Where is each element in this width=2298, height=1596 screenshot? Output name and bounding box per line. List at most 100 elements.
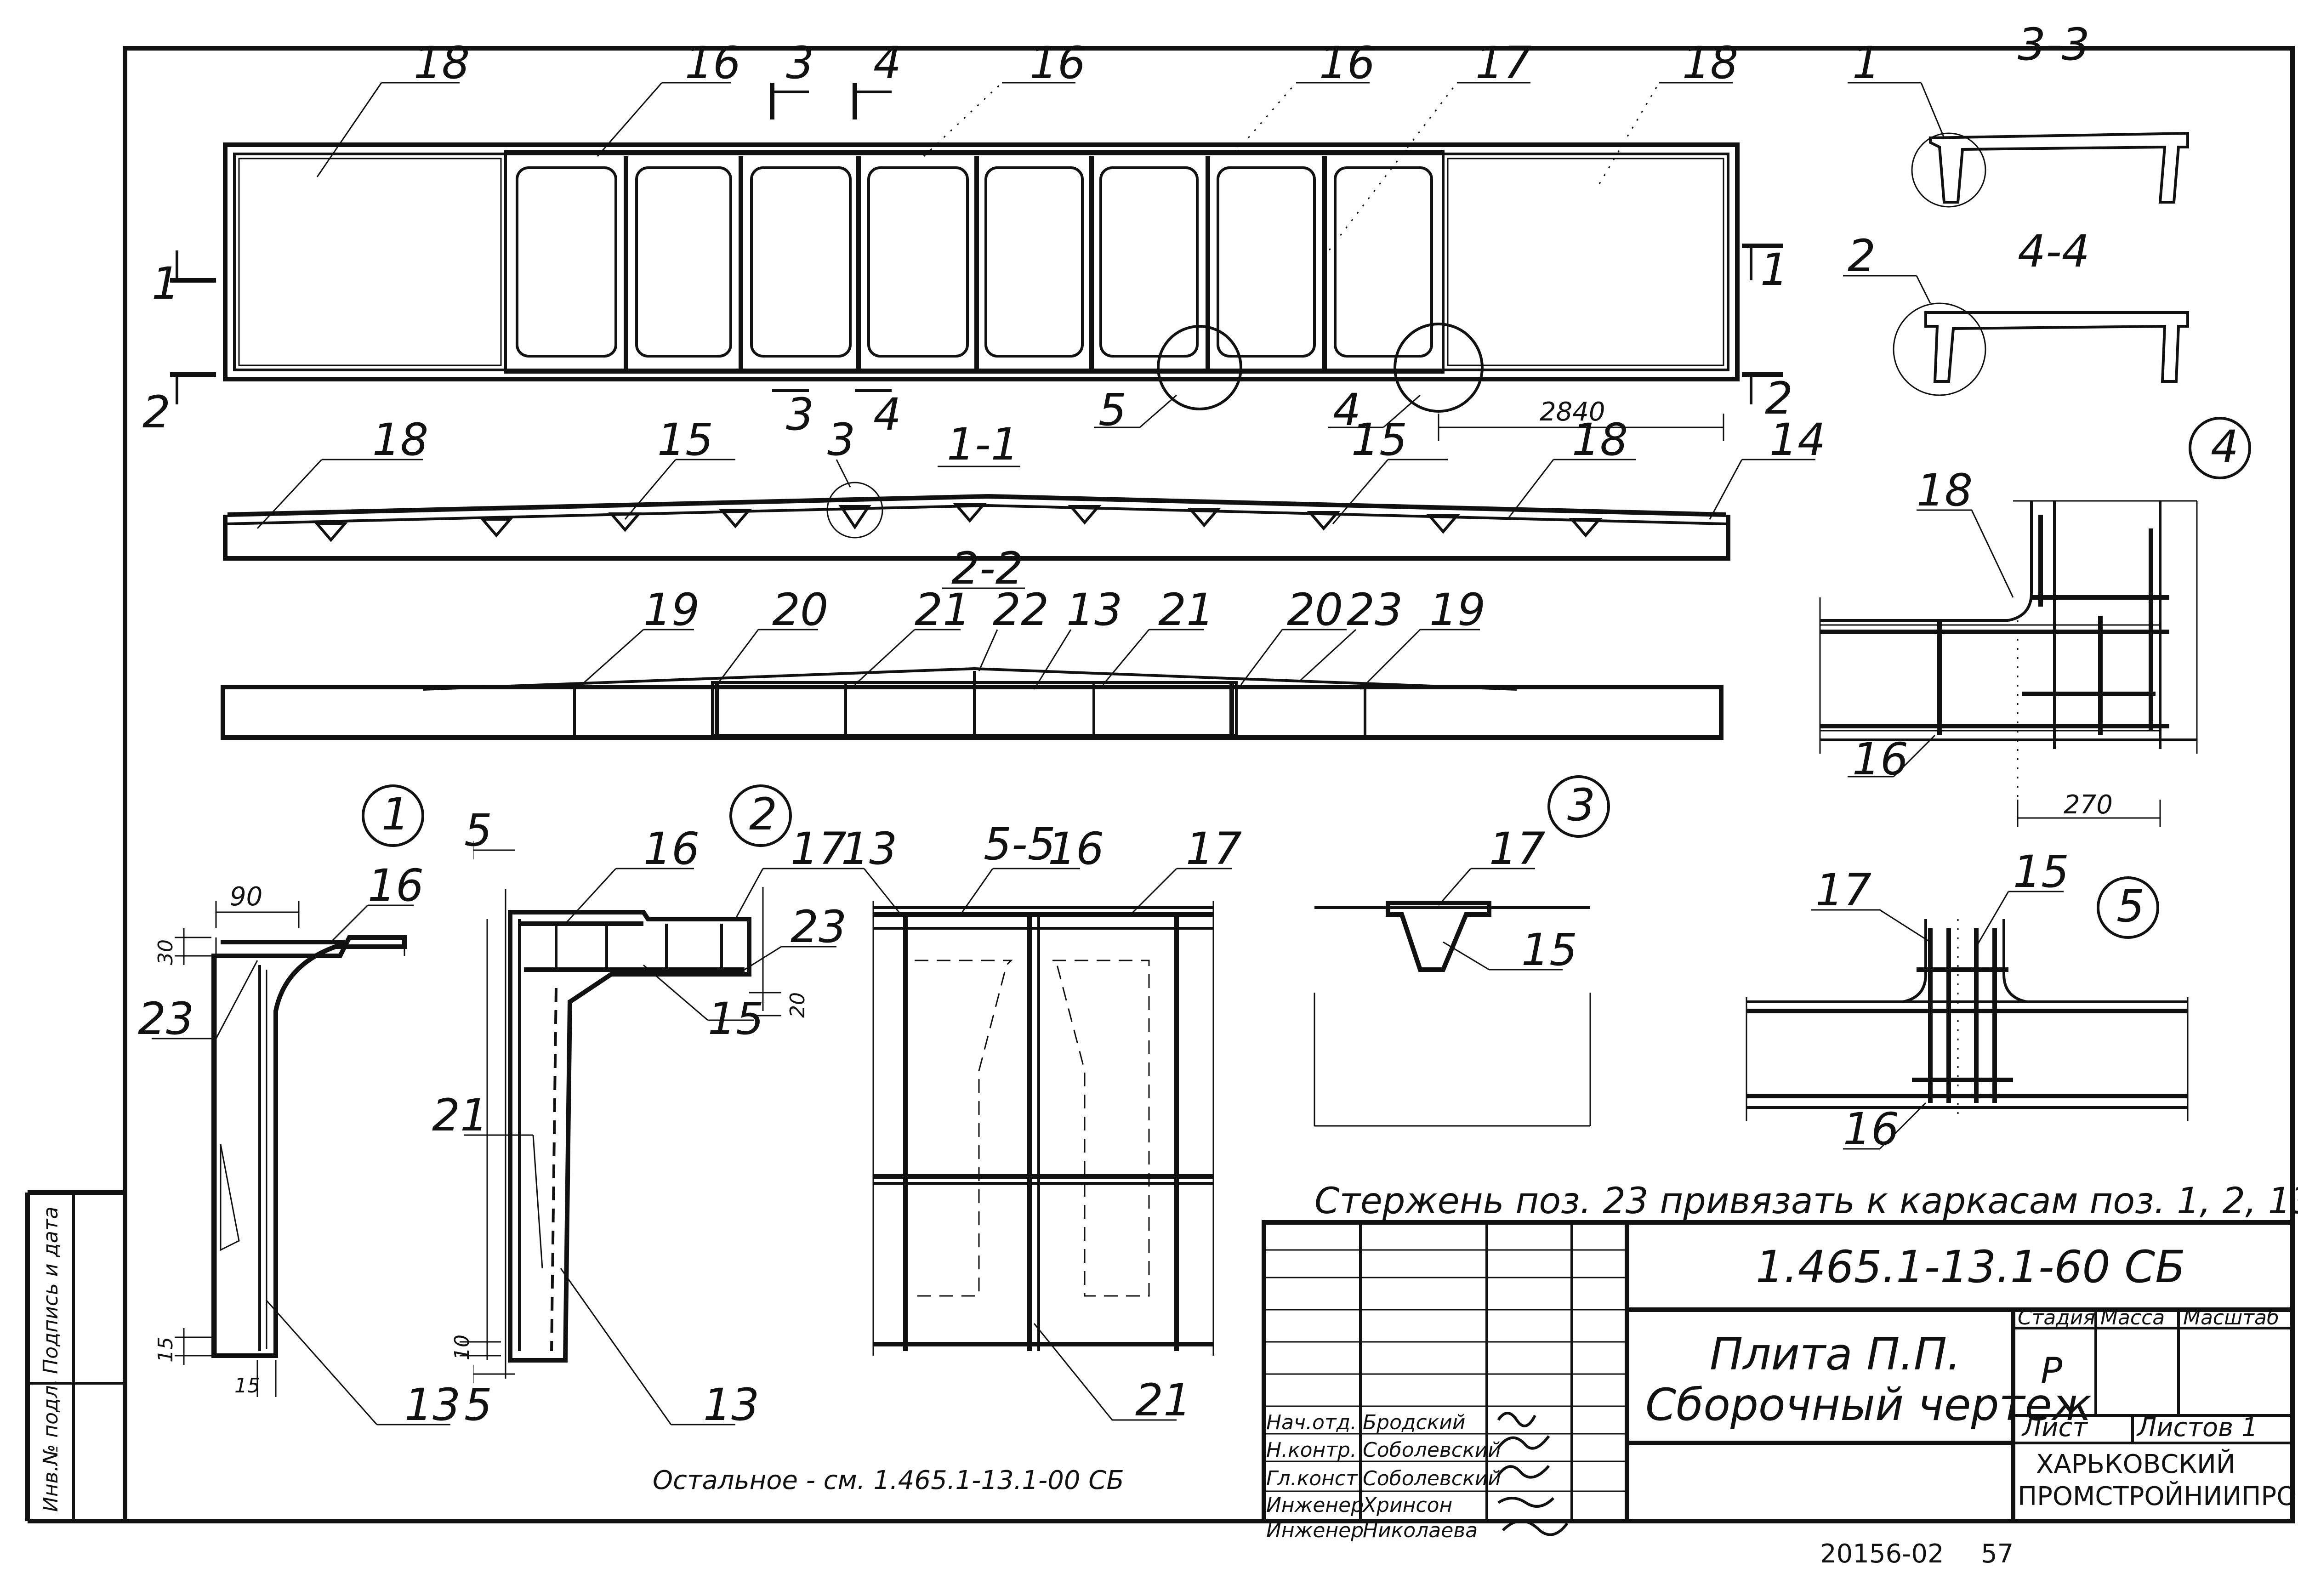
node-3-drawing [1314,775,1610,1127]
n5-pos-15: 15 [2013,846,2069,897]
org-line-2: ПРОМСТРОЙНИИПРОЕКТ [2018,1481,2298,1511]
s22-pos-13: 13 [1066,584,1122,636]
view-4-4-title: 4-4 [2018,226,2090,277]
s22-pos-21b: 21 [1158,584,1214,636]
plan-pos-17: 17 [1475,37,1531,89]
node-1-drawing [152,784,450,1426]
view-4-4-callout: 2 [1848,230,1876,282]
view-3-3-callout: 1 [1852,37,1880,89]
section-mark-4-top: 4 [873,37,901,89]
s11-pos-14: 14 [1769,414,1826,466]
signer-role-3: Гл.конст. [1266,1467,1364,1490]
n1-pos-16: 16 [368,860,424,911]
node-4-number: 4 [2211,421,2239,472]
note-other: Остальное - см. 1.465.1-13.1-00 СБ [653,1465,1124,1495]
n1-pos-13: 13 [404,1379,461,1431]
callout-4: 4 [1333,384,1361,436]
view-1-1-title: 1-1 [947,419,1019,470]
n3-pos-17: 17 [1489,823,1545,875]
dim-2840: 2840 [1540,397,1605,427]
s22-pos-22: 22 [993,584,1049,636]
signers-list: Нач.отд. Бродский Н.контр. Соболевский Г… [1266,1411,1501,1542]
section-mark-1-left: 1 [152,258,180,309]
section-mark-3-bottom: 3 [786,389,814,440]
dim-15b: 15 [234,1374,260,1397]
n2-pos-17: 17 [791,823,847,875]
s55-pos-13: 13 [841,823,897,875]
s11-callout-3: 3 [827,414,855,466]
view-3-3-title: 3-3 [2018,19,2090,70]
stage-value: Р [2041,1351,2062,1392]
plan-view [170,82,1783,441]
col-mass: Масса [2100,1306,2165,1329]
view-2-2-title: 2-2 [951,543,1024,594]
signer-name-5: Николаева [1363,1519,1478,1542]
section-1-1-drawing [223,459,1815,561]
signer-name-4: Хринсон [1362,1494,1452,1517]
section-mark-2-left: 2 [142,386,171,438]
section-mark-1-right: 1 [1760,244,1788,295]
s22-pos-20b: 20 [1287,584,1343,636]
s55-pos-16: 16 [1048,823,1104,875]
s22-pos-21a: 21 [915,584,971,636]
archive-number: 20156-02 [1820,1539,1944,1569]
n3-pos-15: 15 [1521,924,1577,976]
node-5-number: 5 [2116,880,2144,932]
signer-name-1: Бродский [1363,1411,1465,1434]
section-2-2-drawing [221,587,1724,740]
section-3-3-drawing [1848,82,2189,208]
signer-role-2: Н.контр. [1266,1438,1357,1462]
s11-pos-15b: 15 [1351,414,1407,466]
sheet-label: Лист [2021,1413,2088,1443]
n2-pos-13: 13 [703,1379,759,1431]
n2-pos-15: 15 [708,993,764,1045]
n4-pos-18: 18 [1917,465,1973,516]
s22-pos-19a: 19 [643,584,700,636]
title-block-grid [1262,1220,2295,1523]
dim-20: 20 [786,992,809,1018]
s22-pos-20a: 20 [772,584,828,636]
dim-90: 90 [230,882,262,912]
section-mark-5-bottom: 5 [464,1379,492,1431]
note-rod-23: Стержень поз. 23 привязать к каркасам по… [1314,1181,2298,1222]
page-number: 57 [1981,1539,2014,1569]
doc-code: 1.465.1-13.1-60 СБ [1756,1241,2185,1293]
node-3-number: 3 [1567,779,1595,831]
node-5-drawing [1746,876,2189,1150]
section-mark-2-right: 2 [1765,373,1793,424]
section-mark-3-top: 3 [786,37,814,89]
signatures [1497,1412,1569,1536]
sheets-label: Листов 1 [2136,1413,2258,1443]
side-stamp-sign-date: Подпись и дата [39,1207,63,1374]
plan-pos-18a: 18 [414,37,470,89]
section-4-4-drawing [1843,275,2189,396]
org-line-1: ХАРЬКОВСКИЙ [2036,1449,2235,1479]
plan-pos-18b: 18 [1682,37,1738,89]
node-4-drawing [1819,417,2251,827]
signer-role-5: Инженер [1266,1519,1364,1542]
s22-pos-19b: 19 [1429,584,1485,636]
signer-name-2: Соболевский [1363,1438,1501,1462]
col-scale: Масштаб [2183,1306,2279,1329]
n5-pos-17: 17 [1815,864,1871,916]
view-5-5-title: 5-5 [984,818,1056,870]
s11-pos-18b: 18 [1572,414,1628,466]
col-stage: Стадия [2018,1306,2095,1329]
side-stamp-inv: Инв.№ подл. [39,1379,63,1512]
n2-pos-23: 23 [791,901,847,953]
item-name: Плита П.П. [1710,1329,1961,1380]
dim-15a: 15 [154,1337,177,1363]
plan-pos-16b: 16 [1030,37,1086,89]
dim-270: 270 [2064,790,2113,820]
node-2-drawing [460,784,836,1426]
dim-10: 10 [450,1335,474,1360]
n5-pos-16: 16 [1843,1103,1899,1155]
s11-pos-18a: 18 [372,414,428,466]
sheet-border [123,46,2295,1523]
n2-pos-21: 21 [432,1090,488,1141]
plan-pos-16a: 16 [685,37,741,89]
plan-pos-16c: 16 [1319,37,1375,89]
signer-role-1: Нач.отд. [1266,1411,1357,1434]
section-mark-5-top: 5 [464,805,492,856]
s11-pos-15a: 15 [657,414,713,466]
